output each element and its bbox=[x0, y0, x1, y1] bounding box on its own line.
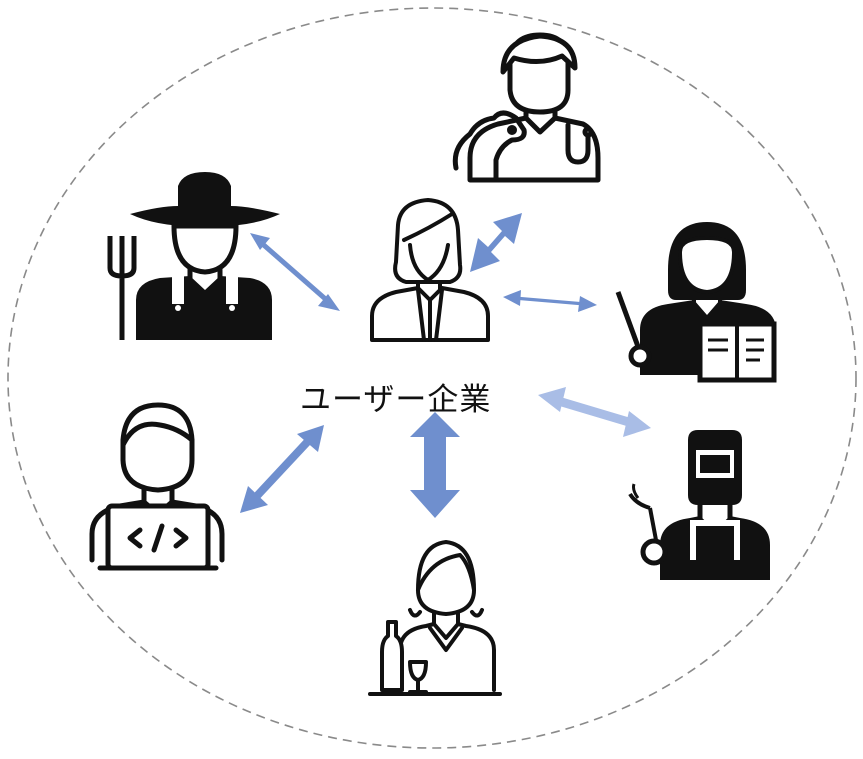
arrow-center-welder bbox=[538, 387, 651, 437]
veterinarian-icon bbox=[452, 32, 601, 183]
teacher-icon bbox=[615, 222, 777, 383]
center-label: ユーザー企業 bbox=[300, 382, 492, 418]
arrow-businesswoman-veterinarian bbox=[470, 213, 522, 272]
arrow-farmer-businesswoman bbox=[250, 233, 340, 311]
welder-icon bbox=[628, 430, 770, 580]
arrow-center-sommelier bbox=[410, 412, 460, 518]
sommelier-icon bbox=[368, 540, 502, 696]
arrow-center-programmer bbox=[240, 425, 324, 513]
boundary-ellipse bbox=[7, 7, 857, 749]
arrow-businesswoman-teacher bbox=[503, 290, 597, 312]
farmer-icon bbox=[107, 172, 280, 340]
programmer-icon bbox=[89, 402, 225, 571]
business-woman-icon bbox=[370, 198, 490, 342]
